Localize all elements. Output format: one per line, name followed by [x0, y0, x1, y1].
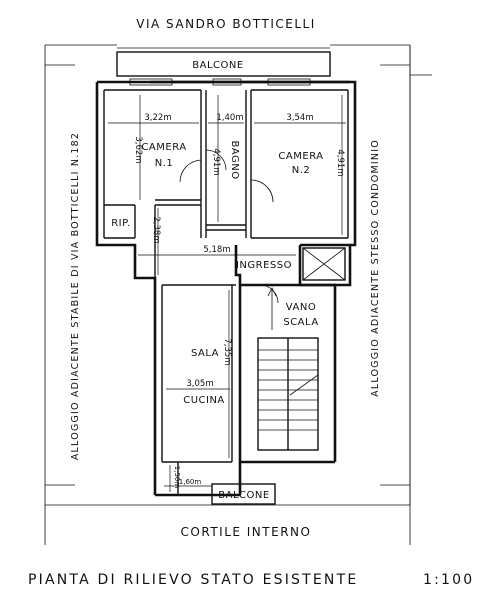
- camera2-label: CAMERA: [278, 151, 323, 162]
- courtyard-label: CORTILE INTERNO: [181, 525, 312, 539]
- apartment-walls: [95, 80, 357, 497]
- vano-label: VANO: [286, 302, 316, 313]
- dim-cucina-width: 3,05m: [186, 379, 213, 389]
- plan-scale: 1:100: [423, 572, 474, 588]
- door-swings: [179, 149, 279, 304]
- balcony-top-label: BALCONE: [192, 60, 243, 71]
- sala-label: SALA: [191, 348, 219, 359]
- dim-sala-height: 7,35m: [222, 338, 232, 365]
- street-label: VIA SANDRO BOTTICELLI: [136, 17, 315, 31]
- lift-shaft: [302, 247, 346, 281]
- balcony-bottom: [211, 483, 276, 505]
- dim-corridor-height: 2,38m: [151, 216, 161, 243]
- adjacent-left-label: ALLOGGIO ADIACENTE STABILE DI VIA BOTTIC…: [70, 132, 81, 460]
- ingresso-label: INGRESSO: [236, 260, 292, 271]
- rip-label: RIP.: [111, 218, 131, 229]
- top-windows: [129, 78, 311, 86]
- scala-label: SCALA: [283, 317, 318, 328]
- dim-bagno-width: 1,40m: [216, 113, 243, 123]
- interior-partitions: [103, 89, 349, 495]
- site-boundary: [44, 44, 432, 545]
- dim-small-height: 1,50m: [173, 466, 181, 489]
- dim-bagno-height: 4,91m: [211, 148, 221, 175]
- camera2-number: N.2: [292, 165, 311, 176]
- cucina-label: CUCINA: [183, 395, 225, 406]
- dim-camera2-width: 3,54m: [286, 113, 313, 123]
- camera1-number: N.1: [155, 158, 174, 169]
- bagno-label: BAGNO: [229, 140, 240, 179]
- dim-corridor-width: 5,18m: [203, 245, 230, 255]
- balcony-bottom-label: BALCONE: [218, 490, 269, 501]
- balcony-top: [116, 47, 331, 77]
- dim-camera1-width: 3,22m: [144, 113, 171, 123]
- dimension-lines: [108, 95, 346, 492]
- adjacent-right-label: ALLOGGIO ADIACENTE STESSO CONDOMINIO: [370, 139, 381, 397]
- dim-small-width: 1,60m: [179, 478, 202, 486]
- dim-camera2-height: 4,91m: [335, 149, 345, 176]
- dim-camera1-height: 3,62m: [133, 136, 143, 163]
- staircase: [257, 287, 319, 451]
- plan-title: PIANTA DI RILIEVO STATO ESISTENTE: [28, 572, 358, 588]
- camera1-label: CAMERA: [141, 142, 186, 153]
